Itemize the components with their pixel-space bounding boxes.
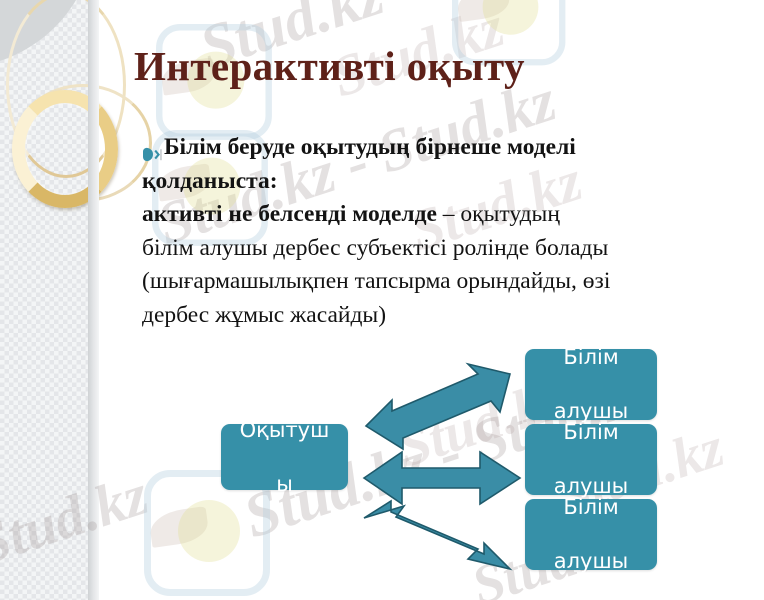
arrow-mid-double xyxy=(362,450,522,506)
body-line-4: білім алушы дербес субъектісі ролінде бо… xyxy=(142,234,609,261)
student-2-label-line2: алушы xyxy=(553,474,629,498)
decorative-gold-ring-icon xyxy=(12,90,118,208)
speaker-bullet-icon xyxy=(142,140,162,162)
body-line-6: дербес жұмыс жасайды) xyxy=(142,301,387,328)
body-line-5: (шығармашылықпен тапсырма орындайды, өзі xyxy=(142,268,611,294)
body-line-5-row: (шығармашылықпен тапсырма орындайды, өзі xyxy=(142,265,742,299)
arrow-up-double xyxy=(364,362,511,451)
body-line-6-row: дербес жұмыс жасайды) xyxy=(142,299,742,333)
slide-body-text: Білім беруде оқытудың бірнеше моделі қол… xyxy=(142,131,742,332)
slide-title: Интерактивті оқыту xyxy=(134,43,525,89)
body-line-4-row: білім алушы дербес субъектісі ролінде бо… xyxy=(142,232,742,266)
student-3-label-line2: алушы xyxy=(553,549,629,573)
diagram-node-student-1[interactable]: Білім алушы xyxy=(525,345,657,423)
arrow-down-double xyxy=(363,499,513,571)
teacher-label-line1: Оқытуш xyxy=(239,417,330,442)
diagram-node-student-3[interactable]: Білім алушы xyxy=(525,495,657,573)
student-2-label-line1: Білім xyxy=(563,420,619,444)
bullet-list-item: Білім беруде оқытудың бірнеше моделі xyxy=(142,131,742,165)
diagram-node-teacher[interactable]: Оқытуш ы xyxy=(221,418,348,496)
student-1-label-line1: Білім xyxy=(563,345,619,369)
body-line-1: Білім беруде оқытудың бірнеше моделі xyxy=(164,134,576,160)
teacher-label-line2: ы xyxy=(276,471,293,496)
diagram-connectors xyxy=(360,360,540,575)
diagram-node-student-2[interactable]: Білім алушы xyxy=(525,420,657,498)
body-line-3-row: активті не белсенді моделде – оқытудың xyxy=(142,198,742,232)
body-line-3-bold: активті не белсенді моделде xyxy=(142,201,437,227)
student-3-label-line1: Білім xyxy=(563,495,619,519)
body-line-2: қолданыста: xyxy=(142,167,278,194)
body-line-3-regular: – оқытудың xyxy=(436,201,560,227)
decorative-left-divider xyxy=(88,0,99,600)
body-line-2-row: қолданыста: xyxy=(142,165,742,199)
student-1-label-line2: алушы xyxy=(553,399,629,423)
